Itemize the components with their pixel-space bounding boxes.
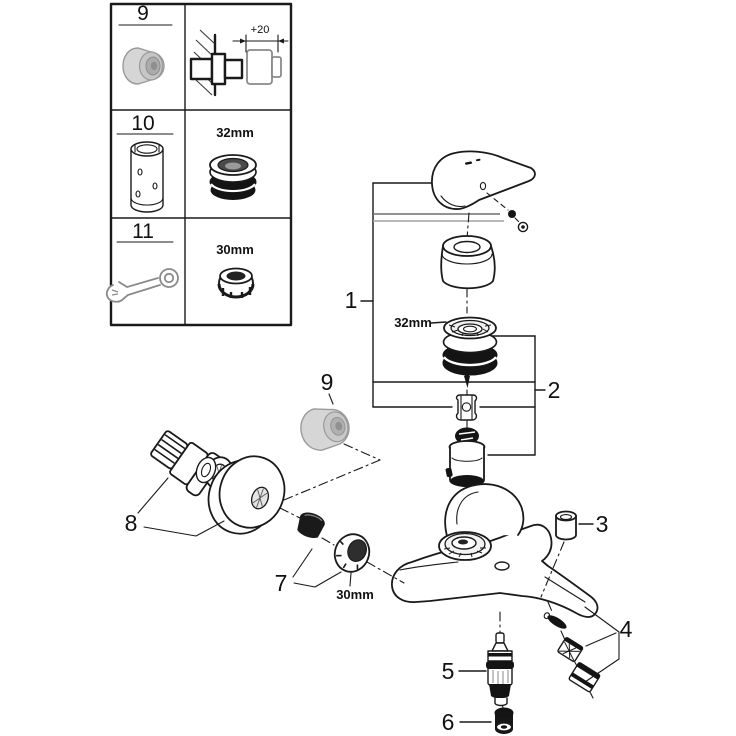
callout-bracket-2: 2 [487,335,561,456]
seal-and-nut-group: 30mm 7 [275,512,405,602]
plug-part-thumbnail [122,47,165,85]
handle-screw-and-plug [508,210,529,233]
callout-bracket-8: 8 [125,477,225,537]
ring-32mm-thumbnail: 32mm [209,125,257,200]
callout-3: 3 [596,511,609,537]
callout-7: 7 [275,570,288,596]
cartridge [445,427,486,487]
spout-nut-size-label: 30mm [336,587,374,602]
body-dome [444,483,525,537]
washer [195,456,217,484]
union-washer-escutcheon-group: 8 [125,430,286,537]
arrowhead-left [240,38,246,44]
plug-part-3: 3 [540,510,609,598]
table-row-item-11: 11 30mm [105,220,255,303]
callout-bracket-7: 7 [275,548,342,596]
check-valve-kit: 4 [543,601,633,699]
body-collar-ring [438,531,492,561]
callout-4: 4 [620,616,633,642]
callout-bracket-4: 4 [584,606,633,683]
gasket [543,612,567,629]
dimension-label: +20 [251,24,270,36]
table-num-9: 9 [137,2,149,25]
callout-bracket-1: 1 [345,182,536,408]
plug-part-9: 9 [271,369,381,519]
callout-6: 6 [442,709,455,735]
wrench-thumbnail [105,268,179,303]
callout-1: 1 [345,287,358,313]
wall-extension-detail: +20 [189,24,289,97]
table-num-10: 10 [131,112,154,135]
grub-screw [508,210,516,218]
parts-table: 9 [105,2,293,327]
handle-cap [440,235,496,290]
seal-cup [297,512,325,539]
check-valve-insert [557,637,584,663]
cartridge-nut [455,394,478,421]
dimension-20: +20 [232,24,289,53]
socket-tool-thumbnail [130,141,164,213]
handle-top-dot [476,158,481,162]
arrowhead-right [278,38,284,44]
diverter: 5 [442,632,514,707]
installed-fitting [189,52,244,86]
escutcheon [207,455,286,535]
handle-top-slot [465,161,472,165]
threaded-adapter [568,662,601,693]
callout-5: 5 [442,658,455,684]
cartridge-screw [463,369,471,388]
callout-2: 2 [548,377,561,403]
handle-lever [431,150,536,211]
faucet-body [391,483,599,618]
body-button [494,561,510,571]
extension-fitting-ghost [246,49,282,85]
cap-nut: 6 [442,707,514,735]
table-num-11: 11 [132,220,154,243]
table-row-item-9: 9 [118,2,289,97]
callout-9: 9 [321,369,334,395]
spout-nut-30mm [333,533,371,573]
handle-screw-hole [479,181,487,191]
mounting-ring-32mm: 32mm [394,315,498,376]
nut-30mm-label: 30mm [216,242,254,257]
nut-30mm-thumbnail: 30mm [216,242,255,299]
table-row-item-10: 10 32mm [116,112,257,213]
callout-8: 8 [125,510,138,536]
ring-32mm-label: 32mm [216,125,254,140]
ring-size-label: 32mm [394,315,432,330]
